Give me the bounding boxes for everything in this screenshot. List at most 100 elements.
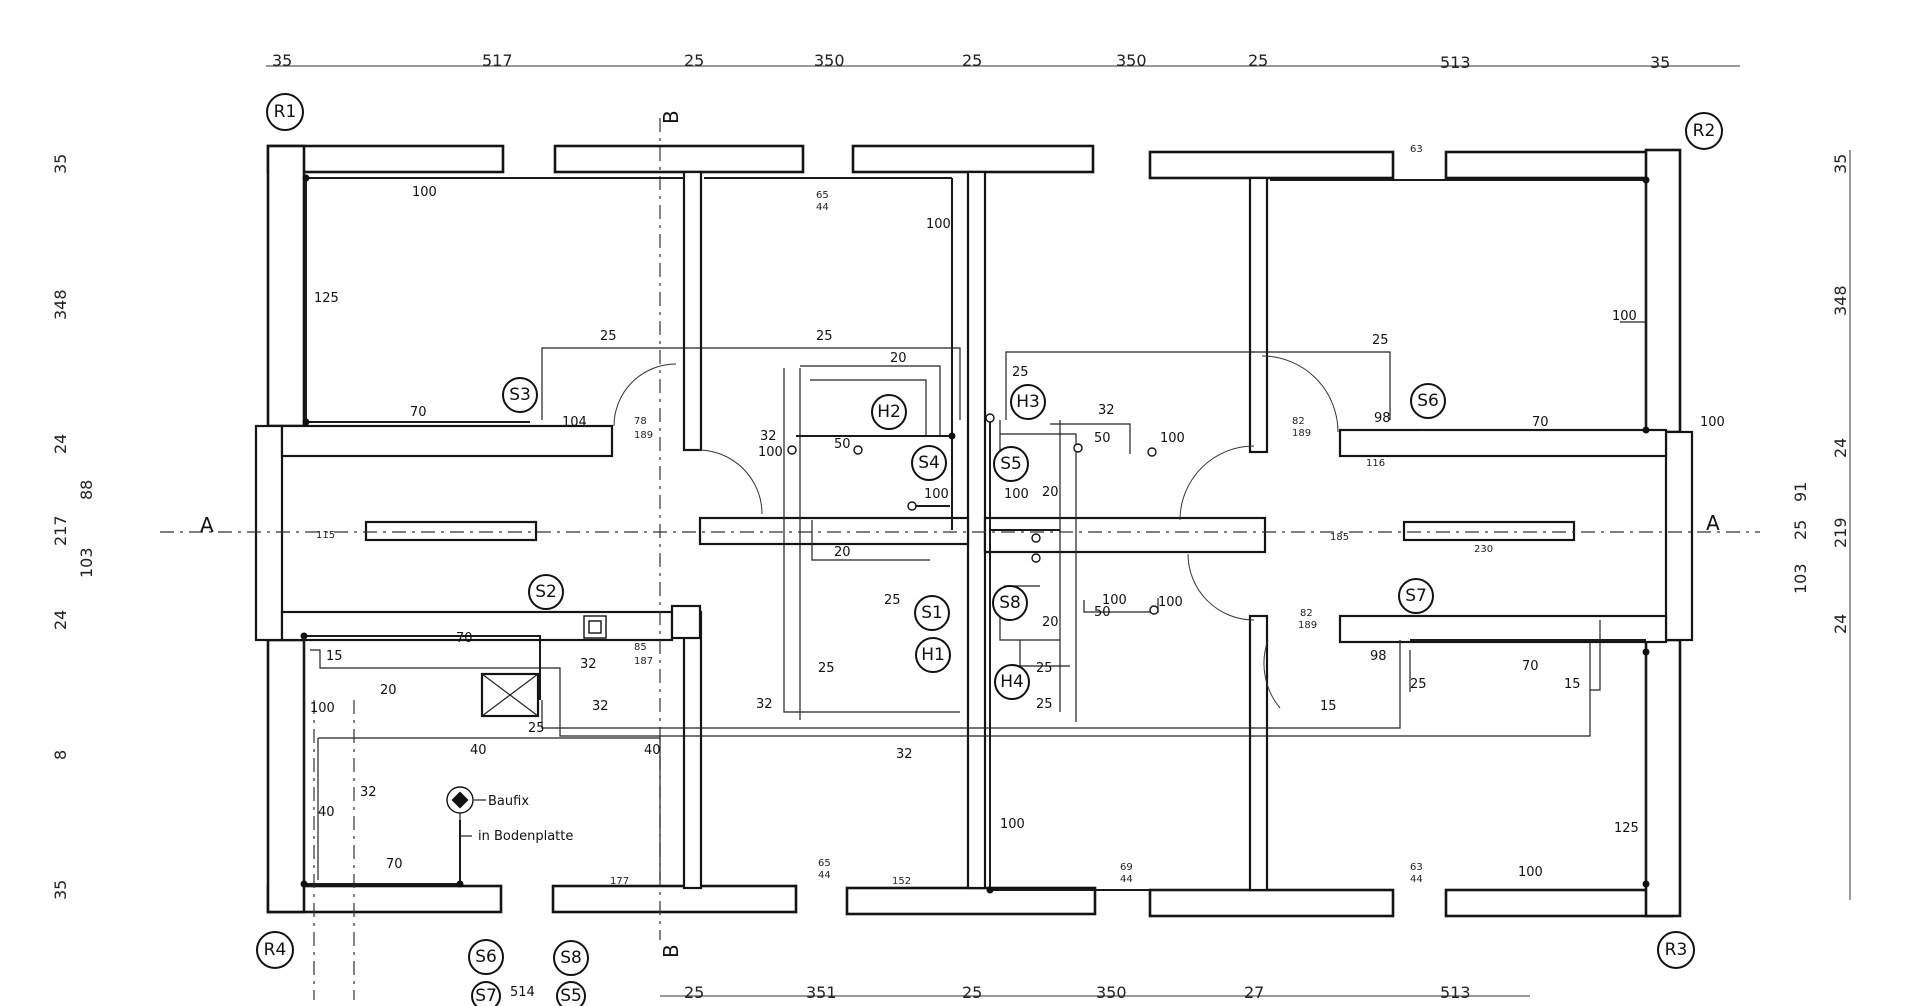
pipe-label: 100	[1158, 595, 1183, 610]
legend-marker-s8: S8	[553, 940, 589, 976]
svg-text:S5: S5	[560, 986, 582, 1006]
marker-s2: S2	[528, 574, 564, 610]
top-dim: 25	[684, 51, 704, 70]
top-dimensions: 35 517 25 350 25 350 25 513 35	[272, 51, 1670, 72]
pipe-label: 15	[326, 649, 343, 664]
outer-wall-bottom-2	[551, 884, 798, 914]
pipe-label: 32	[580, 657, 597, 672]
svg-text:S4: S4	[918, 453, 940, 473]
section-label-a-right: A	[1706, 511, 1720, 535]
legend-marker-s7: S7	[471, 981, 501, 1006]
pipe-h2-branch	[796, 435, 950, 507]
pipe-lower-run	[310, 640, 1591, 737]
central-cross-left	[698, 516, 970, 546]
pipe-h3-b	[999, 420, 1131, 722]
small-label: 189	[1292, 428, 1311, 439]
small-label: 187	[634, 656, 653, 667]
bottom-dim: 351	[806, 983, 837, 1002]
valve	[1031, 533, 1041, 543]
partition-v-right	[1248, 176, 1269, 454]
svg-text:S8: S8	[999, 593, 1021, 613]
pipe-label: 177	[610, 876, 629, 887]
corridor-wall-upper-left	[280, 424, 614, 458]
pipe-label: 104	[562, 415, 587, 430]
pipe-label: 15	[1564, 677, 1581, 692]
pipe-label: 32	[756, 697, 773, 712]
top-dim: 513	[1440, 53, 1471, 72]
pipe-label: 25	[1036, 661, 1053, 676]
svg-text:S7: S7	[1405, 586, 1427, 606]
legend-marker-s5: S5	[556, 981, 586, 1006]
pipe-label: 70	[410, 405, 427, 420]
outer-wall-bottom-4	[1148, 888, 1395, 918]
outer-wall-bottom-3	[845, 886, 1097, 916]
bottom-dim: 513	[1440, 983, 1471, 1002]
outer-wall-right-upper	[1644, 148, 1682, 434]
pipe-label: 70	[1532, 415, 1549, 430]
section-label-a-left: A	[200, 513, 214, 537]
hall-end-right	[1664, 430, 1694, 642]
svg-text:S2: S2	[535, 582, 557, 602]
pipe-label: 100	[412, 185, 437, 200]
right-dim: 103	[1791, 563, 1810, 594]
svg-text:S8: S8	[560, 948, 582, 968]
marker-h3: H3	[1010, 384, 1046, 420]
pipe-label: 100	[924, 487, 949, 502]
pipe-label: 40	[470, 743, 487, 758]
valve	[907, 501, 917, 511]
pipe-label: 152	[892, 876, 911, 887]
top-dim: 35	[272, 51, 292, 70]
left-dimensions: 35 348 24 217 88 103 24 8 35	[51, 154, 96, 900]
section-label-b-bottom: B	[659, 944, 683, 958]
marker-r1: R1	[266, 93, 304, 131]
svg-text:H2: H2	[877, 402, 901, 422]
corridor-wall-upper-right	[1338, 428, 1668, 458]
pipe-label: 25	[1036, 697, 1053, 712]
outer-wall-left-upper	[266, 144, 306, 428]
shaft-cross-2	[481, 673, 539, 717]
pipe-label: 100	[758, 445, 783, 460]
valve	[1031, 553, 1041, 563]
pipe-label: 100	[1000, 817, 1025, 832]
section-label-b-top: B	[659, 110, 683, 124]
left-dim: 217	[51, 515, 70, 546]
right-dim: 348	[1831, 285, 1850, 316]
node	[302, 174, 310, 182]
small-label: 85	[634, 642, 647, 653]
pipe-label: 100	[1102, 593, 1127, 608]
door-swings	[613, 355, 1339, 709]
node	[948, 432, 956, 440]
right-dim: 24	[1831, 438, 1850, 458]
small-label: 116	[1366, 458, 1385, 469]
left-dim: 35	[51, 154, 70, 174]
left-dim: 24	[51, 610, 70, 630]
pipe-label: 100	[1700, 415, 1725, 430]
pipe-h2-loop	[800, 365, 941, 436]
outer-wall-bottom-5	[1444, 888, 1674, 918]
svg-text:S3: S3	[509, 385, 531, 405]
pipe-label: 100	[926, 217, 951, 232]
outer-wall-top-4	[1148, 150, 1395, 180]
pipe-label: 100	[1612, 309, 1637, 324]
central-cross-right	[983, 516, 1267, 554]
section-labels: A A B B	[200, 110, 1720, 958]
pipe-label: 50	[1094, 431, 1111, 446]
door-swing-2	[1261, 355, 1339, 433]
baufix-callout: Baufix in Bodenplatte	[446, 786, 573, 844]
pipe-rc-v	[989, 418, 1250, 891]
pipe-label: 40	[318, 805, 335, 820]
small-label: 82	[1300, 608, 1313, 619]
valve	[787, 445, 797, 455]
bottom-dim: 25	[962, 983, 982, 1002]
pipe-label: 70	[1522, 659, 1539, 674]
pipe-label: 25	[600, 329, 617, 344]
pipe-center-v	[704, 177, 953, 530]
right-dim: 25	[1791, 520, 1810, 540]
bottom-dimensions: 25 351 25 350 27 513	[684, 983, 1471, 1002]
marker-r2: R2	[1685, 112, 1723, 150]
door-swing-3	[1179, 445, 1255, 521]
svg-text:S7: S7	[475, 986, 497, 1006]
pipe-label: 15	[1320, 699, 1337, 714]
node	[1642, 176, 1650, 184]
